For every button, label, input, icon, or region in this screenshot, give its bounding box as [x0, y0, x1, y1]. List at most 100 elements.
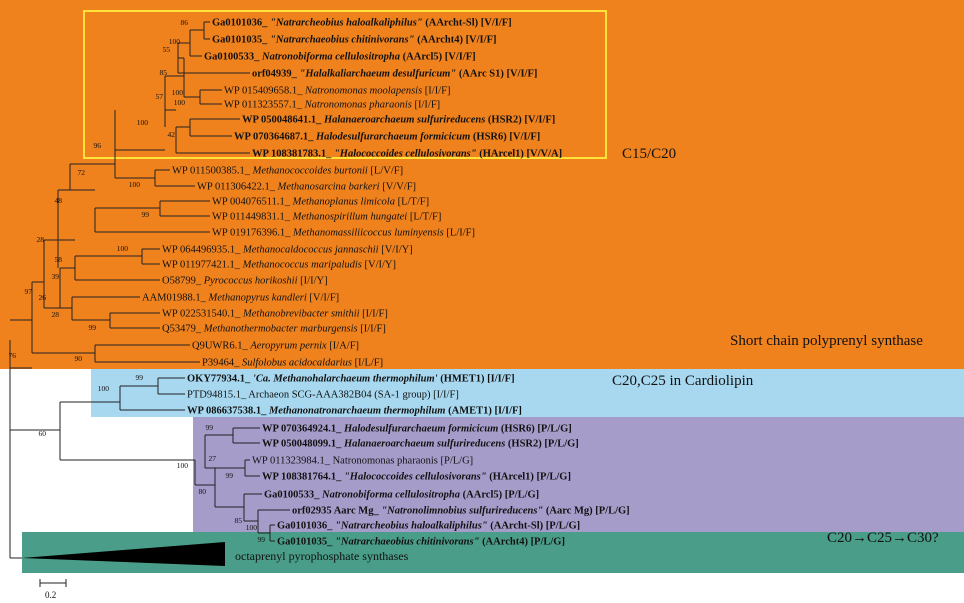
- leaf-label: WP 011500385.1_ Methanococcoides burtoni…: [172, 166, 403, 177]
- leaf-label-part: (AArcht-Sl) [P/L/G]: [488, 521, 581, 532]
- leaf-label-part: WP 108381783.1_: [252, 149, 334, 160]
- leaf-label-part: (HSR6) [V/I/F]: [470, 132, 540, 143]
- leaf-label-part: Natronobiforma cellulositropha: [321, 490, 460, 501]
- leaf-label-part: AAM01988.1_: [142, 293, 209, 304]
- leaf-label-part: Methanococcoides burtonii: [252, 166, 368, 177]
- clade-band-cardiolipin: [91, 369, 964, 417]
- leaf-label-part: [I/I/F]: [422, 86, 450, 97]
- bootstrap-value: 90: [75, 354, 83, 363]
- leaf-label: PTD94815.1_ Archaeon SCG-AAA382B04 (SA-1…: [187, 390, 459, 401]
- leaf-label-part: Halanaeroarchaeum sulfurireducens: [323, 115, 485, 126]
- leaf-label-part: Q53479_: [162, 324, 204, 335]
- leaf-label-part: (HSR2) [P/L/G]: [505, 439, 579, 450]
- bootstrap-value: 97: [25, 287, 33, 296]
- leaf-label-part: WP 015409658.1_: [224, 86, 305, 97]
- leaf-label: Ga0100533_ Natronobiforma cellulositroph…: [204, 52, 476, 63]
- leaf-label: WP 050048641.1_ Halanaeroarchaeum sulfur…: [242, 115, 555, 126]
- bootstrap-value: 100: [172, 88, 184, 97]
- bootstrap-value: 96: [94, 141, 102, 150]
- leaf-label: Q9UWR6.1_ Aeropyrum pernix [I/A/F]: [192, 341, 359, 352]
- bootstrap-value: 99: [136, 373, 144, 382]
- leaf-label-part: Ga0101035_: [277, 537, 335, 548]
- leaf-label-part: Ga0100533_: [264, 490, 322, 501]
- leaf-label-part: WP 064496935.1_: [162, 245, 243, 256]
- clade-label-cardiolipin: C20,C25 in Cardiolipin: [612, 373, 754, 389]
- leaf-label-part: WP 070364924.1_: [262, 424, 344, 435]
- leaf-label: P39464_ Sulfolobus acidocaldarius [I/L/F…: [202, 358, 383, 369]
- leaf-label-part: (AArcl5) [V/I/F]: [400, 52, 476, 63]
- leaf-label-part: Methanosarcina barkeri: [277, 182, 380, 193]
- leaf-label-part: orf02935 Aarc Mg_: [292, 506, 381, 517]
- leaf-label-part: Methanonatronarchaeum thermophilum: [268, 406, 446, 417]
- leaf-label-part: [L/T/F]: [395, 197, 429, 208]
- leaf-label-part: (HSR6) [P/L/G]: [498, 424, 572, 435]
- leaf-label-part: Ga0101035_: [212, 35, 270, 46]
- leaf-label-part: Methanococcus maripaludis: [242, 260, 362, 271]
- leaf-label: AAM01988.1_ Methanopyrus kandleri [V/I/F…: [142, 293, 339, 304]
- leaf-label-part: Methanospirillum hungatei: [292, 212, 408, 223]
- bootstrap-value: 60: [39, 429, 47, 438]
- leaf-label-part: [I/I/Y]: [298, 276, 328, 287]
- leaf-label: orf02935 Aarc Mg_ "Natronolimnobius sulf…: [292, 506, 630, 517]
- scale-bar-label: 0.2: [45, 590, 56, 600]
- leaf-label-part: Sulfolobus acidocaldarius: [242, 358, 352, 369]
- leaf-label-part: (AArcht4) [P/L/G]: [479, 537, 565, 548]
- bootstrap-value: 42: [168, 130, 176, 139]
- leaf-label-part: [L/T/F]: [407, 212, 441, 223]
- bootstrap-value: 100: [177, 461, 189, 470]
- leaf-label-part: [L/V/F]: [368, 166, 403, 177]
- leaf-label-part: WP 070364687.1_: [234, 132, 316, 143]
- leaf-label: OKY77934.1_ 'Ca. Methanohalarchaeum ther…: [187, 374, 515, 385]
- bootstrap-value: 72: [78, 168, 86, 177]
- leaf-label: Ga0101035_ "Natrarchaeobius chitinivoran…: [212, 35, 496, 46]
- leaf-label-part: Methanomassiliicoccus luminyensis: [292, 228, 444, 239]
- leaf-label-part: "Halococcoides cellulosivorans": [344, 472, 487, 483]
- octaprenyl-collapsed-wedge: [22, 542, 225, 566]
- leaf-label-part: "Natrarchaeobius chitinivorans": [335, 537, 480, 548]
- clade-band-short-chain: [0, 0, 964, 369]
- leaf-label: WP 108381783.1_ "Halococcoides cellulosi…: [252, 149, 562, 160]
- leaf-label-part: Natronobiforma cellulositropha: [261, 52, 400, 63]
- leaf-label: WP 004076511.1_ Methanoplanus limicola […: [212, 197, 429, 208]
- leaf-label-part: WP 004076511.1_: [212, 197, 293, 208]
- leaf-label-part: Ga0101036_: [277, 521, 335, 532]
- bootstrap-value: 99: [142, 210, 150, 219]
- leaf-label-part: Ga0100533_: [204, 52, 262, 63]
- leaf-label-part: [I/A/F]: [327, 341, 359, 352]
- leaf-label-part: (HSR2) [V/I/F]: [485, 115, 555, 126]
- leaf-label-part: [V/I/Y]: [379, 245, 413, 256]
- leaf-label-part: "Natrarcheobius haloalkaliphilus": [335, 521, 488, 532]
- leaf-label-part: Natronomonas moolapensis: [304, 86, 422, 97]
- leaf-label: orf04939_ "Halalkaliarchaeum desulfuricu…: [252, 69, 537, 80]
- leaf-label: WP 064496935.1_ Methanocaldococcus janna…: [162, 245, 413, 256]
- c15-highlight-box: [83, 10, 607, 159]
- leaf-label-part: PTD94815.1_ Archaeon SCG-AAA382B04 (SA-1…: [187, 390, 459, 401]
- leaf-label-part: [V/V/F]: [380, 182, 416, 193]
- leaf-label: WP 011306422.1_ Methanosarcina barkeri […: [197, 182, 416, 193]
- leaf-label: WP 070364687.1_ Halodesulfurarchaeum for…: [234, 132, 540, 143]
- leaf-label-part: "Natronolimnobius sulfurireducens": [381, 506, 543, 517]
- bootstrap-value: 99: [206, 423, 214, 432]
- bootstrap-value: 100: [129, 180, 141, 189]
- clade-label-long-chain: C20→C25→C30?: [827, 530, 939, 546]
- leaf-label-part: Halodesulfurarchaeum formicicum: [343, 424, 498, 435]
- leaf-label: Ga0101035_ "Natrarchaeobius chitinivoran…: [277, 537, 565, 548]
- bootstrap-value: 99: [258, 535, 266, 544]
- leaf-label-part: Methanothermobacter marburgensis: [203, 324, 358, 335]
- leaf-label: Q53479_ Methanothermobacter marburgensis…: [162, 324, 386, 335]
- leaf-label-part: Q9UWR6.1_: [192, 341, 250, 352]
- leaf-label-part: WP 019176396.1_: [212, 228, 293, 239]
- leaf-label: WP 011323984.1_ Natronomonas pharaonis […: [252, 456, 473, 467]
- tree-branches: [9, 21, 290, 559]
- clade-band-long-chain: [193, 417, 964, 547]
- bootstrap-value: 99: [226, 471, 234, 480]
- leaf-label-part: "Halalkaliarchaeum desulfuricum": [300, 69, 457, 80]
- leaf-label-part: WP 011977421.1_: [162, 260, 243, 271]
- leaf-label-part: WP 011306422.1_: [197, 182, 278, 193]
- leaf-label-part: OKY77934.1_: [187, 374, 253, 385]
- leaf-label-part: WP 022531540.1_: [162, 309, 243, 320]
- leaf-label-part: "Natrarcheobius haloalkaliphilus": [270, 18, 423, 29]
- leaf-label-part: [I/L/F]: [352, 358, 383, 369]
- leaf-label-part: (Aarc Mg) [P/L/G]: [543, 506, 629, 517]
- leaf-label: Ga0101036_ "Natrarcheobius haloalkaliphi…: [212, 18, 512, 29]
